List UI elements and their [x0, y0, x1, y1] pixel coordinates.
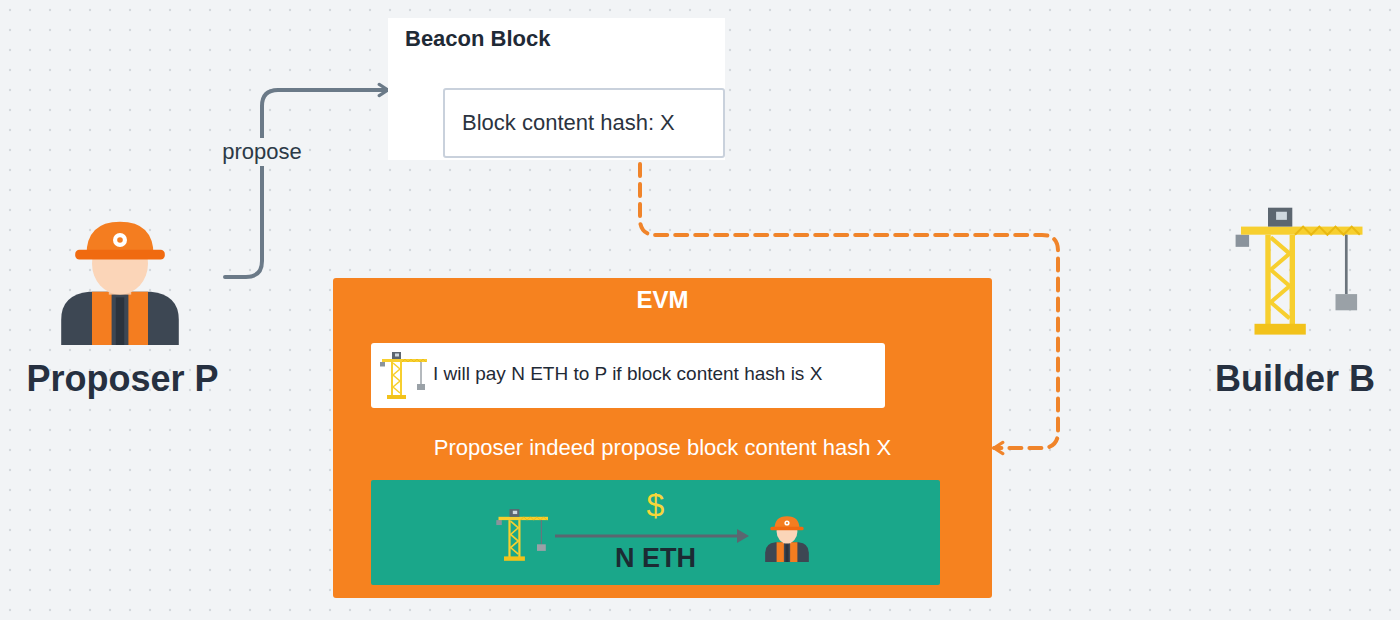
block-heading: Beacon Block	[405, 26, 551, 52]
actor-label: Builder B	[1215, 357, 1375, 400]
dollar-sign: $	[647, 486, 665, 524]
evm-box: EVM Proposer indeed propose block content…	[333, 278, 992, 598]
promise-box: I will pay N ETH to P if block content h…	[371, 343, 885, 408]
content-hash-box: Block content hash: X	[443, 88, 725, 158]
proposer-icon-small	[761, 510, 813, 562]
builder-icon-small	[377, 351, 427, 401]
evm-statement: Proposer indeed propose block content ha…	[434, 435, 891, 461]
builder-actor: Builder B	[1200, 205, 1390, 400]
proposer-icon	[50, 205, 190, 345]
hash-text: Block content hash: X	[462, 110, 675, 136]
propose-arrow	[225, 90, 388, 277]
beacon-block: Beacon BlockBlock content hash: X	[388, 18, 725, 160]
edge-label: propose	[218, 138, 306, 166]
payment-box: $ N ETH	[371, 480, 940, 585]
builder-icon-small	[493, 508, 548, 563]
builder-icon	[1225, 205, 1365, 340]
evm-heading: EVM	[636, 286, 688, 315]
promise-text: I will pay N ETH to P if block content h…	[433, 363, 822, 386]
payment-amount: N ETH	[615, 542, 696, 574]
proposer-actor: Proposer P	[20, 205, 225, 400]
actor-label: Proposer P	[26, 357, 218, 400]
